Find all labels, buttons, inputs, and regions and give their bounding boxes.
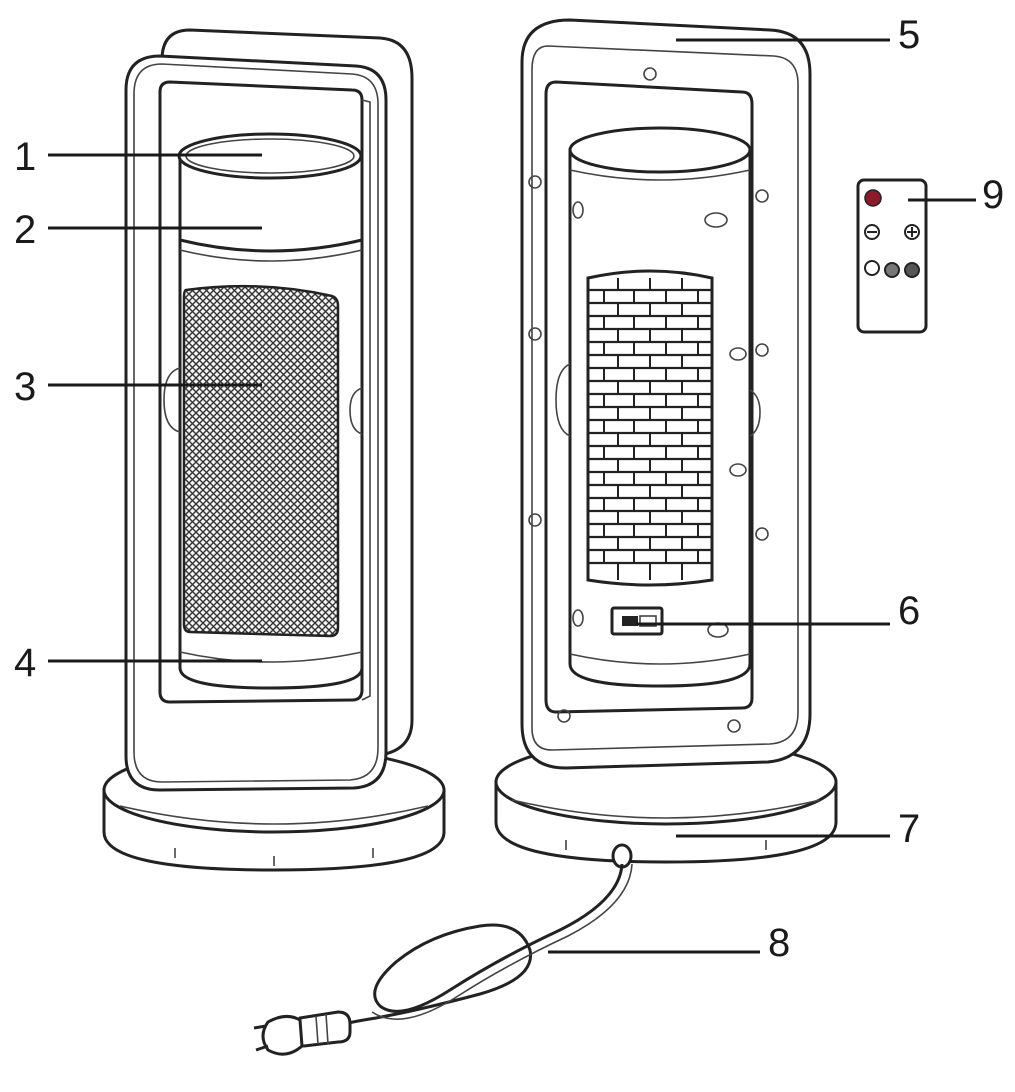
callout-labels: 1 2 3 4 5 6 7 8 9 <box>14 13 1004 965</box>
label-7: 7 <box>898 807 920 851</box>
front-cylinder <box>163 132 364 690</box>
remote-control <box>856 178 928 334</box>
front-heater <box>102 28 446 872</box>
power-switch <box>610 606 664 636</box>
back-cylinder <box>555 126 761 688</box>
label-5: 5 <box>898 13 920 57</box>
callout-lines <box>48 38 976 954</box>
remote-power-button <box>864 189 882 207</box>
label-8: 8 <box>768 921 790 965</box>
label-2: 2 <box>14 208 36 252</box>
label-1: 1 <box>14 135 36 179</box>
cord-outlet <box>611 843 633 869</box>
back-screws <box>528 67 769 733</box>
label-9: 9 <box>982 173 1004 217</box>
back-heater <box>494 18 838 869</box>
plug <box>253 1010 352 1056</box>
power-cord <box>335 863 633 1028</box>
remote-mode-button <box>864 260 880 276</box>
label-6: 6 <box>898 589 920 633</box>
label-3: 3 <box>14 365 36 409</box>
label-4: 4 <box>14 641 36 685</box>
remote-timer-button <box>884 262 900 278</box>
back-vent-grille <box>586 269 714 587</box>
front-mesh-grille <box>182 284 340 638</box>
remote-oscillation-button <box>904 262 920 278</box>
